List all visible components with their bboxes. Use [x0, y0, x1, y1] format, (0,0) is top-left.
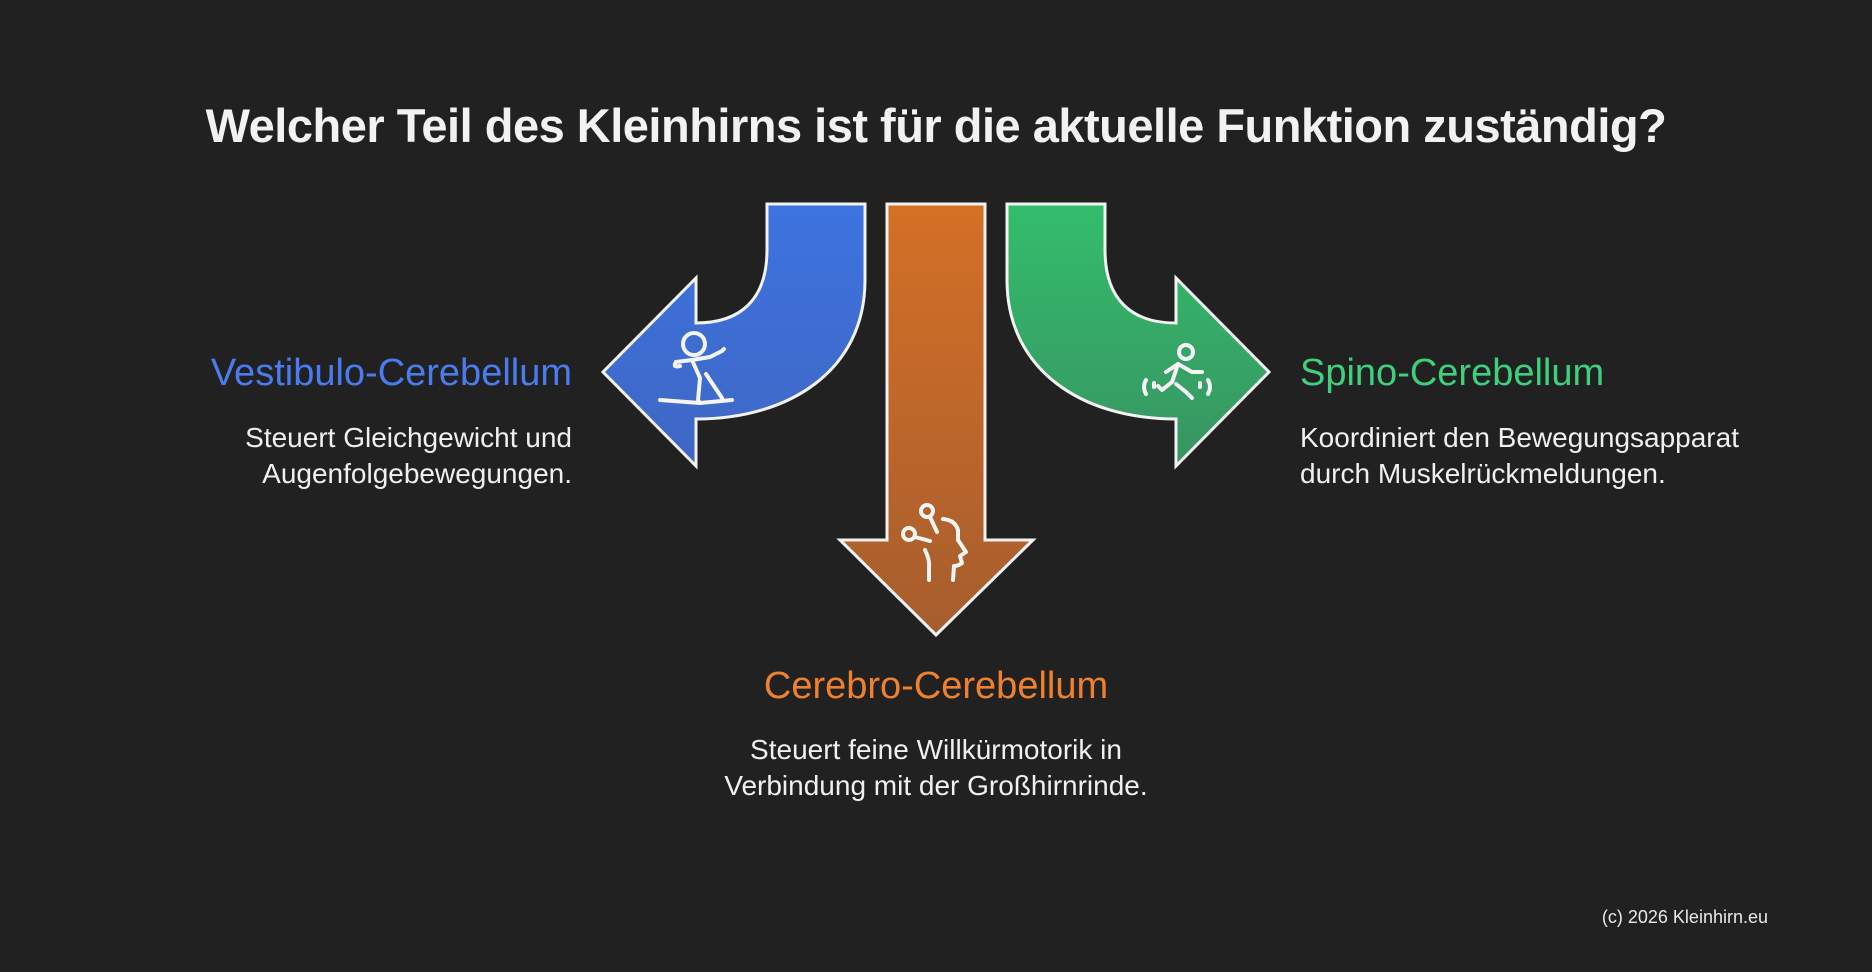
balance-figure-icon: [658, 331, 734, 405]
page-title: Welcher Teil des Kleinhirns ist für die …: [205, 99, 1667, 152]
head-nodes-icon: [901, 503, 968, 582]
copyright-notice: (c) 2026 Kleinhirn.eu: [1601, 907, 1768, 927]
heading-vestibulo: Vestibulo-Cerebellum: [210, 352, 572, 394]
description-vestibulo: Steuert Gleichgewicht und Augenfolgebewe…: [245, 420, 572, 492]
description-line: Augenfolgebewegungen.: [262, 458, 572, 489]
heading-cerebro: Cerebro-Cerebellum: [763, 665, 1109, 707]
running-figure-icon: [1142, 343, 1212, 400]
description-line: Steuert feine Willkürmotorik in: [750, 734, 1122, 765]
description-line: Steuert Gleichgewicht und: [245, 422, 572, 453]
description-line: Verbindung mit der Großhirnrinde.: [724, 770, 1148, 801]
description-line: Koordiniert den Bewegungsapparat: [1300, 422, 1739, 453]
description-cerebro: Steuert feine Willkürmotorik in Verbindu…: [636, 732, 1236, 804]
description-line: durch Muskelrückmeldungen.: [1300, 458, 1666, 489]
heading-spino: Spino-Cerebellum: [1300, 352, 1605, 394]
arrow-vestibulo: [600, 202, 867, 470]
description-spino: Koordiniert den Bewegungsapparat durch M…: [1300, 420, 1739, 492]
arrow-cerebro: [836, 202, 1037, 638]
arrow-spino: [1005, 202, 1272, 470]
